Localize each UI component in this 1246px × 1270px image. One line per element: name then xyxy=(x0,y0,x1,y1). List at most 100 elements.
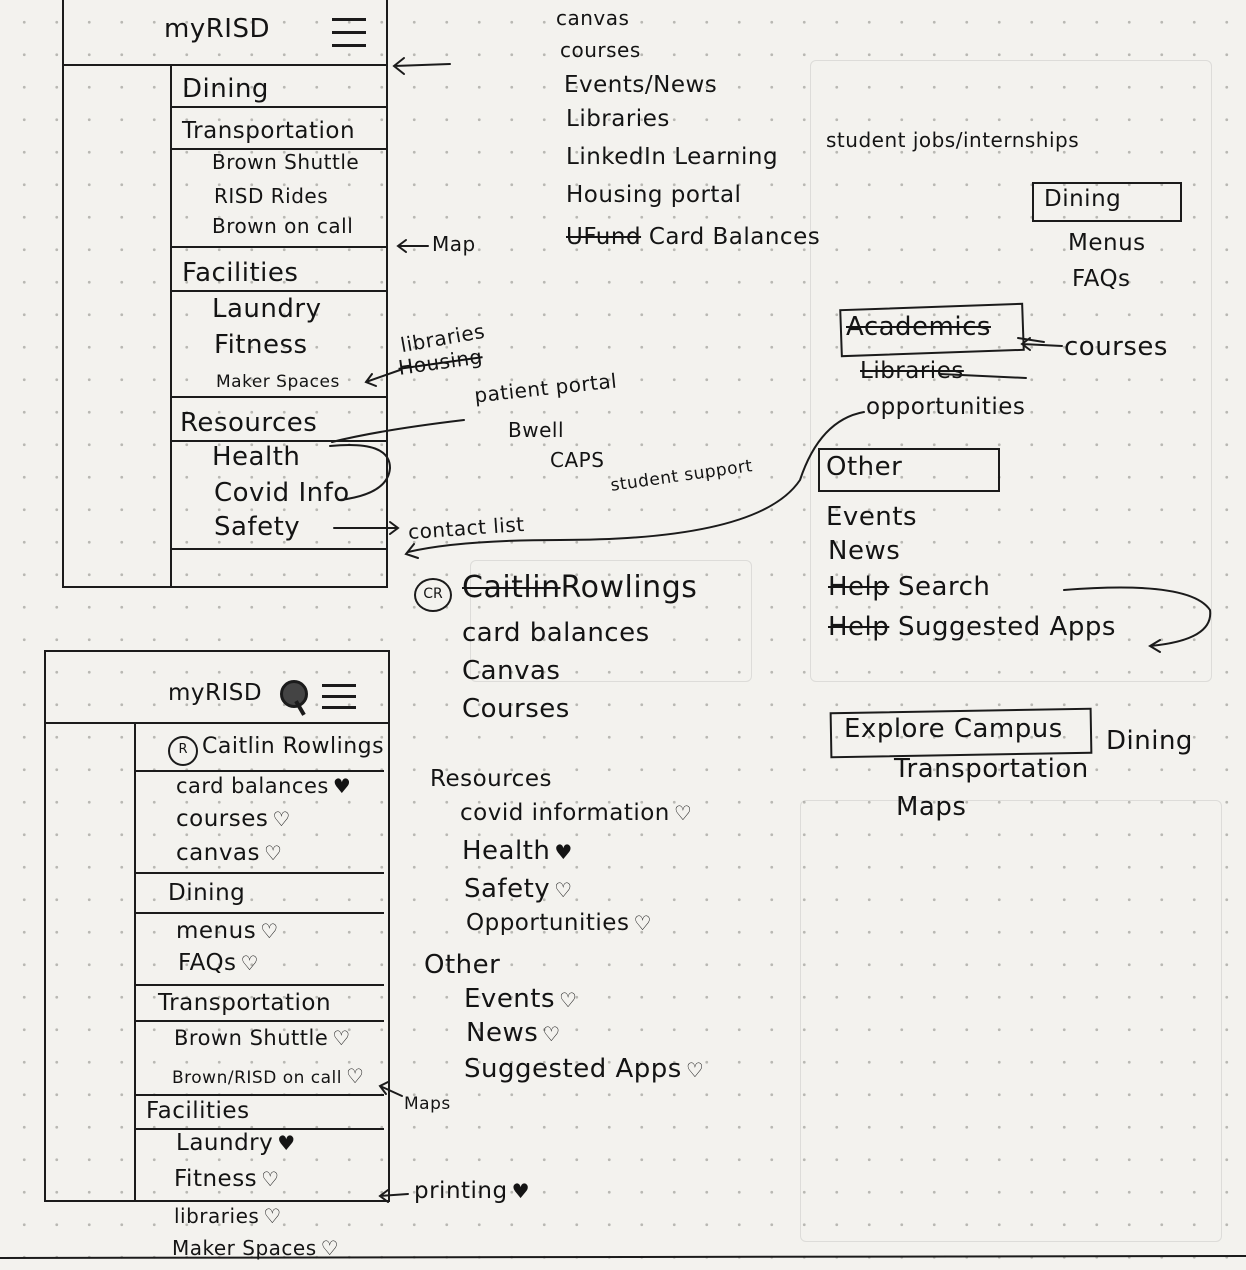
note-events-news: Events/News xyxy=(564,72,718,98)
heart-outline-icon: ♡ xyxy=(685,1058,705,1082)
sketch1-menu-icon[interactable] xyxy=(332,18,366,47)
heart-outline-icon[interactable]: ♡ xyxy=(261,1167,280,1191)
note-map: Map xyxy=(432,232,476,256)
sketch2-row-brown-shuttle[interactable]: Brown Shuttle♡ xyxy=(174,1026,351,1050)
sketch1-item-dining[interactable]: Dining xyxy=(182,74,269,104)
heart-outline-icon[interactable]: ♡ xyxy=(240,951,259,975)
academics-strike: Academics xyxy=(846,312,991,342)
sketch2-row-laundry[interactable]: Laundry♥ xyxy=(176,1130,296,1156)
heart-outline-icon[interactable]: ♡ xyxy=(263,1204,282,1228)
row-label: canvas xyxy=(176,840,261,866)
sketch2-frame xyxy=(44,650,390,1202)
note-faqs: FAQs xyxy=(1072,266,1131,292)
heart-outline-icon[interactable]: ♡ xyxy=(320,1236,340,1260)
sketch2-row-transportation[interactable]: Transportation xyxy=(158,990,332,1016)
sketch2-row-maker-spaces[interactable]: Maker Spaces♡ xyxy=(172,1236,339,1260)
sketch2-row-canvas[interactable]: canvas♡ xyxy=(176,840,282,866)
sketch1-item-health[interactable]: Health xyxy=(212,442,301,472)
profile-name-rest: Rowlings xyxy=(560,570,698,605)
row-label: Brown/RISD on call xyxy=(172,1068,342,1088)
profile-name: CaitlinRowlings xyxy=(462,570,697,605)
row-label: Fitness xyxy=(174,1166,258,1192)
sketch2-row-menus[interactable]: menus♡ xyxy=(176,918,279,944)
heart-outline-icon: ♡ xyxy=(554,878,573,902)
search-label: Search xyxy=(898,572,991,602)
note-menus: Menus xyxy=(1068,230,1146,256)
heart-outline-icon[interactable]: ♡ xyxy=(346,1064,365,1088)
row-label: Brown Shuttle xyxy=(174,1026,329,1050)
sketch2-menu-icon[interactable] xyxy=(322,684,356,709)
note-events-right: Events xyxy=(826,502,918,532)
sketch1-item-transportation[interactable]: Transportation xyxy=(182,118,356,144)
divider xyxy=(136,1020,384,1022)
suggested-apps-label: Suggested Apps xyxy=(898,612,1116,642)
row-label: libraries xyxy=(174,1204,260,1228)
page-bottom-line xyxy=(0,1255,1246,1259)
note-card-balances: UFund Card Balances xyxy=(566,224,820,250)
heart-outline-icon[interactable]: ♡ xyxy=(332,1026,351,1050)
printing-label: printing xyxy=(414,1178,508,1204)
note-courses: courses xyxy=(560,38,641,62)
heart-filled-icon: ♥ xyxy=(554,840,573,864)
row-label: Maker Spaces xyxy=(172,1236,317,1260)
sketch1-item-facilities[interactable]: Facilities xyxy=(182,258,299,288)
heart-outline-icon: ♡ xyxy=(559,988,578,1012)
divider xyxy=(172,396,386,398)
sketch2-user-name: Caitlin Rowlings xyxy=(202,734,385,759)
sketch1-item-brown-on-call[interactable]: Brown on call xyxy=(212,214,354,238)
sketch2-row-courses[interactable]: courses♡ xyxy=(176,806,291,832)
sketch1-item-fitness[interactable]: Fitness xyxy=(214,330,308,360)
profile-canvas: Canvas xyxy=(462,656,561,686)
divider xyxy=(172,148,386,150)
heart-filled-icon[interactable]: ♥ xyxy=(277,1131,296,1155)
sketch1-item-brown-shuttle[interactable]: Brown Shuttle xyxy=(212,150,360,174)
sketch2-row-facilities[interactable]: Facilities xyxy=(146,1098,250,1124)
sketch2-row-brown-risd-on-call[interactable]: Brown/RISD on call♡ xyxy=(172,1064,364,1088)
line-health xyxy=(331,419,465,443)
other-suggested-apps: Suggested Apps♡ xyxy=(464,1054,704,1084)
sketch1-item-maker-spaces[interactable]: Maker Spaces xyxy=(216,372,340,392)
sketch2-row-faqs[interactable]: FAQs♡ xyxy=(178,950,259,976)
item-label: Safety xyxy=(464,874,551,904)
heart-filled-icon[interactable]: ♥ xyxy=(332,774,352,798)
sketch1-item-risd-rides[interactable]: RISD Rides xyxy=(214,184,329,208)
sketch1-item-resources[interactable]: Resources xyxy=(180,408,318,438)
divider xyxy=(136,912,384,914)
sketch2-row-fitness[interactable]: Fitness♡ xyxy=(174,1166,280,1192)
sketch2-row-libraries[interactable]: libraries♡ xyxy=(174,1204,282,1228)
sketch2-menu-edge xyxy=(134,722,136,1202)
line-libraries xyxy=(939,373,1027,379)
arrow-maps-bottom xyxy=(378,1081,403,1097)
sketch1-header-divider xyxy=(62,64,386,66)
sketch1-item-laundry[interactable]: Laundry xyxy=(212,294,322,324)
row-label: menus xyxy=(176,918,257,944)
heart-filled-icon: ♥ xyxy=(511,1179,531,1203)
heart-outline-icon[interactable]: ♡ xyxy=(260,919,279,943)
item-label: Opportunities xyxy=(466,910,630,936)
note-bwell: Bwell xyxy=(508,418,564,442)
ghost-sketch-bottom xyxy=(800,800,1222,1242)
sketch2-row-dining[interactable]: Dining xyxy=(168,880,246,906)
item-label: Health xyxy=(462,836,551,866)
sketch1-item-covid-info[interactable]: Covid Info xyxy=(214,478,350,508)
note-linkedin-learning: LinkedIn Learning xyxy=(566,144,779,170)
search-icon[interactable] xyxy=(280,680,308,708)
heart-outline-icon: ♡ xyxy=(633,911,652,935)
divider xyxy=(172,106,386,108)
arrow-maker-spaces xyxy=(364,369,401,387)
divider xyxy=(136,872,384,874)
explore-campus-label: Explore Campus xyxy=(844,714,1063,744)
item-label: covid information xyxy=(460,800,670,826)
note-printing: printing♥ xyxy=(414,1178,530,1204)
sketch2-row-card-balances[interactable]: card balances♥ xyxy=(176,774,351,798)
sketch1-item-safety[interactable]: Safety xyxy=(214,512,301,542)
heart-outline-icon[interactable]: ♡ xyxy=(272,807,291,831)
resources-label: Resources xyxy=(430,766,552,792)
sketch2-header-divider xyxy=(44,722,388,724)
heart-outline-icon[interactable]: ♡ xyxy=(264,841,283,865)
resources-covid: covid information♡ xyxy=(460,800,692,826)
divider xyxy=(172,290,386,292)
line-academics xyxy=(1017,337,1045,343)
item-label: Events xyxy=(464,984,556,1014)
resources-opportunities: Opportunities♡ xyxy=(466,910,652,936)
